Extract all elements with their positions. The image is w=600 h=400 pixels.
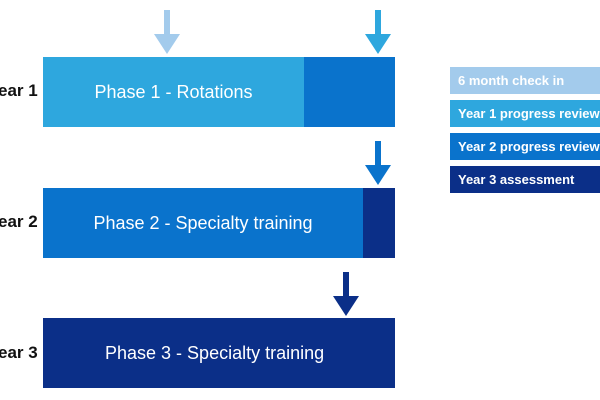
legend-year-3-assessment: Year 3 assessment bbox=[450, 166, 600, 193]
phase-1-review-segment bbox=[304, 57, 395, 127]
6-month-check-in-arrow-icon bbox=[154, 10, 180, 54]
legend-label: 6 month check in bbox=[458, 73, 565, 88]
legend-label: Year 3 assessment bbox=[458, 172, 575, 187]
phase-2-label: Phase 2 - Specialty training bbox=[93, 212, 313, 233]
year2-review-arrow-icon bbox=[365, 141, 391, 185]
year3-assessment-arrow-icon bbox=[333, 272, 359, 316]
phase-3-main-segment: Phase 3 - Specialty training bbox=[43, 318, 395, 388]
year-1-label: ear 1 bbox=[0, 81, 38, 100]
phase-3-bar: Phase 3 - Specialty training bbox=[43, 318, 395, 388]
legend-6-month-check-in: 6 month check in bbox=[450, 67, 600, 94]
year1-review-arrow-icon bbox=[365, 10, 391, 54]
legend-label: Year 2 progress review bbox=[458, 139, 600, 154]
legend-year-1-progress-review: Year 1 progress review bbox=[450, 100, 600, 127]
legend-year-2-progress-review: Year 2 progress review bbox=[450, 133, 600, 160]
year-3-label: ear 3 bbox=[0, 343, 38, 362]
phase-1-bar: Phase 1 - Rotations bbox=[43, 57, 395, 127]
phase-2-main-segment: Phase 2 - Specialty training bbox=[43, 188, 363, 258]
phase-1-label: Phase 1 - Rotations bbox=[94, 81, 253, 102]
year-2-label: ear 2 bbox=[0, 212, 38, 231]
legend-label: Year 1 progress review bbox=[458, 106, 600, 121]
phase-3-label: Phase 3 - Specialty training bbox=[105, 342, 325, 363]
phase-1-main-segment: Phase 1 - Rotations bbox=[43, 57, 304, 127]
phase-2-assessment-segment bbox=[363, 188, 395, 258]
phase-2-bar: Phase 2 - Specialty training bbox=[43, 188, 395, 258]
